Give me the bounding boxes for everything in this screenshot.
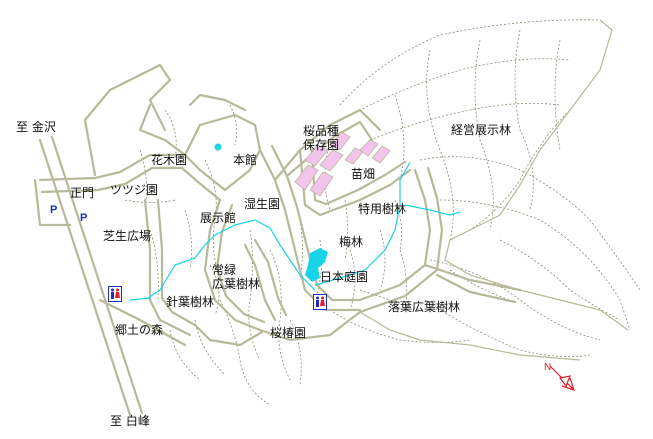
label-japanese-garden: 日本庭園: [320, 270, 369, 284]
trail-network: [124, 19, 641, 406]
label-special-use-forest: 特用樹林: [358, 202, 407, 216]
parking-icon: P: [80, 212, 88, 224]
north-arrow-label: N: [544, 362, 551, 373]
road-network: [33, 63, 522, 417]
label-main-building: 本館: [233, 153, 258, 167]
label-plum-grove: 梅林: [339, 235, 364, 249]
label-wet-garden: 湿生園: [244, 197, 281, 211]
label-to-hakusan: 至 白峰: [110, 414, 150, 428]
restroom-icon: [108, 286, 122, 302]
label-to-kanazawa: 至 金沢: [16, 120, 56, 134]
label-evergreen-broadleaf-2: 広葉樹林: [212, 277, 261, 291]
restroom-icon: [313, 294, 327, 310]
label-conifer-forest: 針葉樹林: [166, 295, 215, 309]
label-flower-tree-garden: 花木園: [151, 153, 188, 167]
label-tsutsuji-garden: ツツジ園: [110, 183, 159, 197]
label-hometown-forest: 郷土の森: [115, 323, 164, 337]
parking-icon: P: [50, 204, 58, 216]
label-evergreen-broadleaf-1: 常緑: [212, 263, 237, 277]
label-deciduous-broadleaf: 落葉広葉樹林: [388, 300, 461, 314]
cherry-preservation-beds: [294, 131, 391, 197]
park-boundary: [359, 19, 629, 361]
label-cherry-preservation-1: 桜品種: [303, 124, 340, 138]
label-cherry-preservation-2: 保存園: [303, 138, 340, 152]
label-nursery: 苗畑: [351, 167, 376, 181]
label-main-gate: 正門: [70, 186, 95, 200]
main-building-pond: [214, 143, 222, 151]
label-management-forest: 経営展示林: [451, 123, 512, 137]
japanese-garden-pond: [305, 248, 328, 282]
label-exhibition-hall: 展示館: [200, 211, 237, 225]
label-camellia-garden: 桜椿園: [270, 326, 307, 340]
label-lawn-plaza: 芝生広場: [103, 229, 152, 243]
water-features: [129, 161, 461, 301]
north-arrow-icon: N: [544, 362, 575, 391]
